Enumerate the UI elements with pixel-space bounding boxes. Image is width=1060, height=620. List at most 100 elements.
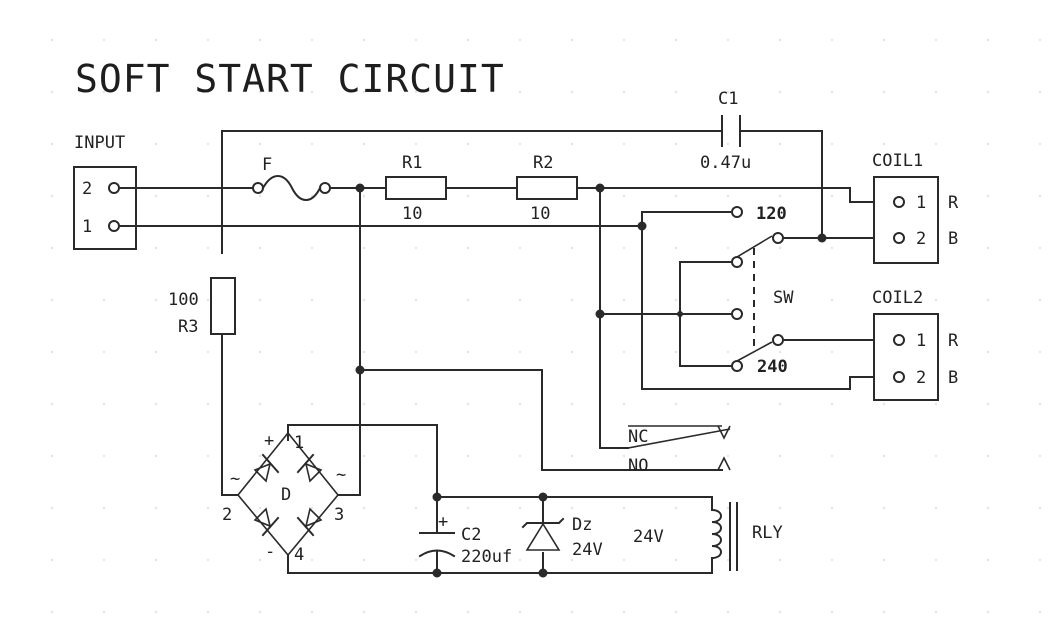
grid-dot	[258, 402, 262, 406]
grid-dot	[518, 454, 522, 458]
grid-dot	[778, 142, 782, 146]
grid-dot	[102, 142, 106, 146]
grid-dot	[50, 38, 54, 42]
grid-dot	[102, 38, 106, 42]
grid-dot	[934, 506, 938, 510]
grid-dot	[882, 506, 886, 510]
junction-pos-rail	[432, 492, 442, 502]
grid-dot	[102, 298, 106, 302]
grid-dot	[934, 454, 938, 458]
grid-dot	[362, 506, 366, 510]
grid-dot	[986, 38, 990, 42]
grid-dot	[414, 38, 418, 42]
grid-dot	[466, 194, 470, 198]
relay-nc-contact	[717, 425, 731, 440]
grid-dot	[986, 142, 990, 146]
grid-dot	[622, 38, 626, 42]
junction-sw-rail	[677, 311, 683, 317]
grid-dot	[934, 298, 938, 302]
diagram-title: SOFT START CIRCUIT	[75, 57, 505, 101]
grid-dot	[206, 194, 210, 198]
sw-pole1-pivot	[731, 256, 743, 268]
bridge-pin4-label: 4	[294, 545, 304, 565]
grid-dot	[778, 454, 782, 458]
grid-dot	[102, 454, 106, 458]
grid-dot	[1038, 402, 1042, 406]
coil1-label: COIL1	[872, 151, 923, 171]
sw-pole2-out	[772, 334, 784, 346]
grid-dot	[726, 350, 730, 354]
bridge-diode-upper-right	[296, 453, 323, 483]
r2-value: 10	[530, 204, 550, 224]
grid-dot	[362, 90, 366, 94]
grid-dot	[622, 350, 626, 354]
junction-dz-bot	[538, 568, 548, 578]
grid-dot	[518, 90, 522, 94]
grid-dot	[414, 454, 418, 458]
grid-dot	[362, 610, 366, 614]
grid-dot	[674, 298, 678, 302]
grid-dot	[466, 90, 470, 94]
grid-dot	[830, 298, 834, 302]
coil1-pin2-label: 2	[916, 229, 926, 249]
grid-dot	[674, 350, 678, 354]
grid-dot	[934, 402, 938, 406]
sw-120-label: 120	[756, 204, 787, 224]
grid-dot	[154, 194, 158, 198]
grid-dot	[102, 402, 106, 406]
grid-dot	[362, 142, 366, 146]
grid-dot	[154, 454, 158, 458]
grid-dot	[570, 454, 574, 458]
grid-dot	[362, 402, 366, 406]
c1-value: 0.47u	[700, 153, 751, 173]
relay-coil-rly: 24V RLY	[633, 502, 783, 571]
grid-dot	[206, 298, 210, 302]
grid-dot	[674, 38, 678, 42]
wire-to-120	[641, 211, 731, 227]
grid-dot	[882, 454, 886, 458]
grid-dot	[362, 558, 366, 562]
grid-dot	[830, 402, 834, 406]
grid-dot	[154, 506, 158, 510]
c2-name: C2	[461, 525, 481, 545]
grid-dot	[570, 402, 574, 406]
relay-no-label: NO	[628, 456, 648, 476]
grid-dot	[258, 610, 262, 614]
bridge-rectifier-d: D 1 2 3 4 + - ~ ~	[222, 424, 346, 565]
bridge-name: D	[281, 485, 291, 505]
grid-dot	[466, 38, 470, 42]
grid-dot	[362, 298, 366, 302]
junction-no-branch	[355, 365, 365, 375]
grid-dot	[830, 506, 834, 510]
capacitor-c2: + C2 220uf	[418, 512, 512, 567]
coil2-pin2-terminal	[893, 371, 905, 383]
grid-dot	[622, 558, 626, 562]
switch-sw: 120 240 SW	[731, 204, 794, 377]
coil2-label: COIL2	[872, 288, 923, 308]
grid-dot	[882, 558, 886, 562]
bridge-diode-lower-left	[253, 507, 280, 537]
grid-dot	[1038, 506, 1042, 510]
coil2-b-label: B	[948, 368, 958, 388]
grid-dot	[258, 454, 262, 458]
wire-bridge1-c2	[287, 424, 438, 498]
grid-dot	[726, 298, 730, 302]
grid-dot	[986, 298, 990, 302]
grid-dot	[258, 350, 262, 354]
grid-dot	[726, 38, 730, 42]
grid-dot	[466, 142, 470, 146]
grid-dot	[154, 298, 158, 302]
grid-dot	[310, 610, 314, 614]
input-label: INPUT	[74, 133, 125, 153]
grid-dot	[414, 90, 418, 94]
grid-dot	[934, 38, 938, 42]
grid-dot	[206, 558, 210, 562]
bridge-ac-left-label: ~	[230, 469, 240, 489]
grid-dot	[50, 402, 54, 406]
fuse-terminal-right	[319, 182, 331, 194]
grid-dot	[622, 298, 626, 302]
grid-dot	[622, 246, 626, 250]
grid-dot	[570, 142, 574, 146]
grid-dot	[362, 38, 366, 42]
grid-dot	[622, 506, 626, 510]
